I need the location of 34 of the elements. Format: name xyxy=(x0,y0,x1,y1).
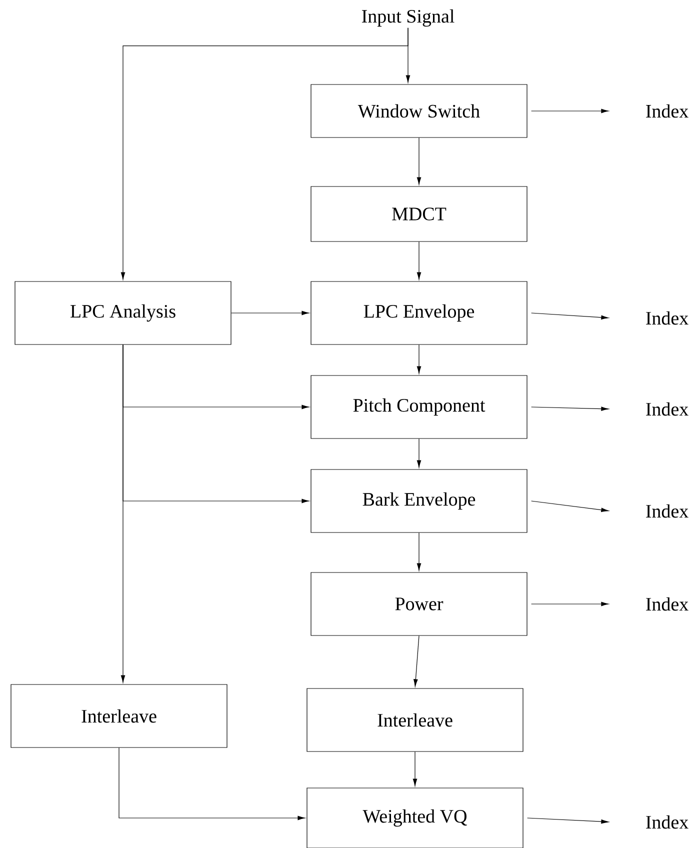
process-box: Interleave xyxy=(306,688,524,752)
arrow xyxy=(416,138,422,185)
process-box: Power xyxy=(310,572,528,636)
text-label: Index xyxy=(646,402,688,416)
arrow xyxy=(527,818,609,824)
arrow xyxy=(531,312,609,320)
text-label: Index xyxy=(646,104,688,118)
process-box: LPC Envelope xyxy=(310,281,528,345)
arrow xyxy=(416,438,422,468)
text-label: Index xyxy=(646,504,688,518)
arrow xyxy=(231,310,310,316)
arrow xyxy=(414,636,420,687)
arrow xyxy=(416,532,422,571)
arrow xyxy=(118,748,306,820)
process-box: Bark Envelope xyxy=(310,469,528,533)
text-label: Index xyxy=(646,597,688,611)
arrow xyxy=(416,242,422,280)
process-box: LPC Analysis xyxy=(14,281,232,345)
process-box: Pitch Component xyxy=(310,375,528,439)
process-box: Interleave xyxy=(10,684,228,748)
arrow xyxy=(531,108,609,114)
text-label: Input Signal xyxy=(362,9,454,27)
arrow xyxy=(416,344,422,374)
arrow xyxy=(412,752,418,786)
arrow xyxy=(531,406,609,411)
process-box: Weighted VQ xyxy=(306,788,524,848)
process-box: MDCT xyxy=(310,186,528,242)
arrow xyxy=(531,500,609,512)
arrow xyxy=(120,28,408,280)
text-label: Index xyxy=(646,311,688,325)
process-box: Window Switch xyxy=(310,84,528,138)
arrow xyxy=(531,602,609,606)
text-label: Index xyxy=(646,815,688,829)
arrow xyxy=(120,344,126,683)
